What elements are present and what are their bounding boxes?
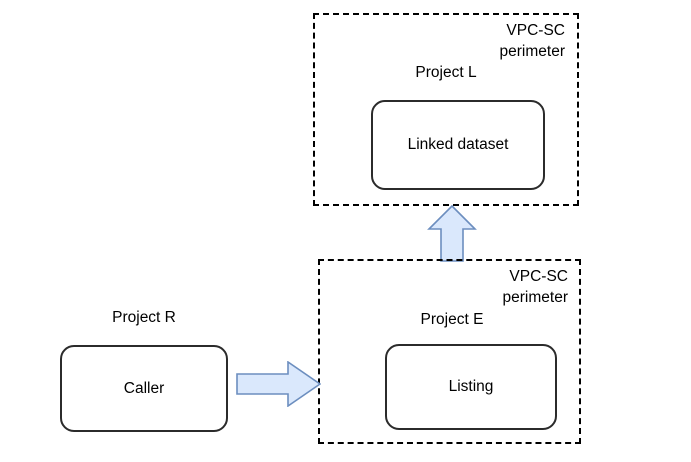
project-label-r: Project R: [112, 309, 176, 326]
resource-box-caller[interactable]: Caller: [60, 345, 228, 432]
resource-box-linked-dataset[interactable]: Linked dataset: [371, 100, 545, 190]
vpcsc-perimeter-project-e: [318, 259, 581, 444]
project-label-l: Project L: [415, 64, 477, 81]
resource-box-linked-dataset-label: Linked dataset: [407, 136, 509, 153]
vpcsc-perimeter-project-l: [313, 13, 579, 206]
resource-box-listing-label: Listing: [448, 378, 494, 395]
arrow-right-caller-to-listing: [236, 360, 322, 408]
resource-box-caller-label: Caller: [123, 379, 165, 397]
project-label-e: Project E: [420, 311, 484, 328]
arrow-up-listing-to-linked-dataset: [427, 204, 477, 262]
resource-box-listing[interactable]: Listing: [385, 344, 557, 430]
vpcsc-perimeter-label-project-l: VPC-SC perimeter: [499, 22, 565, 60]
vpcsc-perimeter-label-project-e: VPC-SC perimeter: [502, 268, 568, 306]
